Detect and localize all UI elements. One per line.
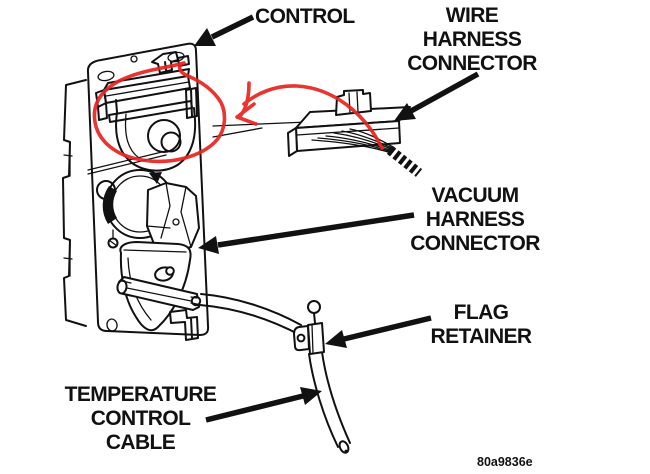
vacuum-harness-connector-label: VACUUM HARNESS CONNECTOR (394, 184, 556, 256)
temperature-control-cable-drawing (190, 293, 351, 454)
vacuum-harness-label-line: HARNESS (425, 208, 525, 231)
flag-retainer-label-line: RETAINER (430, 325, 533, 348)
red-arrow-curve (242, 84, 384, 150)
control-label-line: CONTROL (255, 5, 355, 28)
temperature-cable-label-line: CABLE (105, 431, 176, 454)
wire-harness-label-line: CONNECTOR (407, 52, 537, 75)
red-arrowhead (235, 102, 258, 126)
red-annotation (92, 61, 384, 164)
temperature-control-cable-label: TEMPERATURE CONTROL CABLE (38, 383, 243, 455)
wire-harness-connector-label: WIRE HARNESS CONNECTOR (391, 4, 553, 76)
wire-harness-callout-arrow (394, 71, 480, 121)
temperature-cable-label-line: CONTROL (90, 407, 191, 430)
flag-retainer-callout-arrow (325, 315, 432, 348)
vacuum-harness-label-line: VACUUM (431, 184, 519, 207)
wire-harness-label-line: WIRE (445, 4, 499, 27)
control-label: CONTROL (255, 5, 355, 29)
red-highlight-circle (92, 61, 227, 164)
vacuum-harness-callout-arrow (198, 212, 415, 254)
wire-harness-connector-drawing (287, 89, 423, 177)
flag-retainer-label-line: FLAG (453, 301, 509, 324)
flag-retainer-drawing (293, 300, 325, 355)
flag-retainer-label: FLAG RETAINER (400, 301, 562, 349)
vacuum-harness-label-line: CONNECTOR (410, 232, 540, 255)
temperature-cable-label-line: TEMPERATURE (64, 383, 217, 406)
control-assembly-drawing (62, 42, 357, 341)
control-callout-arrow (194, 14, 255, 46)
wire-harness-label-line: HARNESS (422, 28, 522, 51)
temperature-cable-callout-arrow (205, 387, 322, 423)
figure-code: 80a9836e (477, 455, 533, 469)
